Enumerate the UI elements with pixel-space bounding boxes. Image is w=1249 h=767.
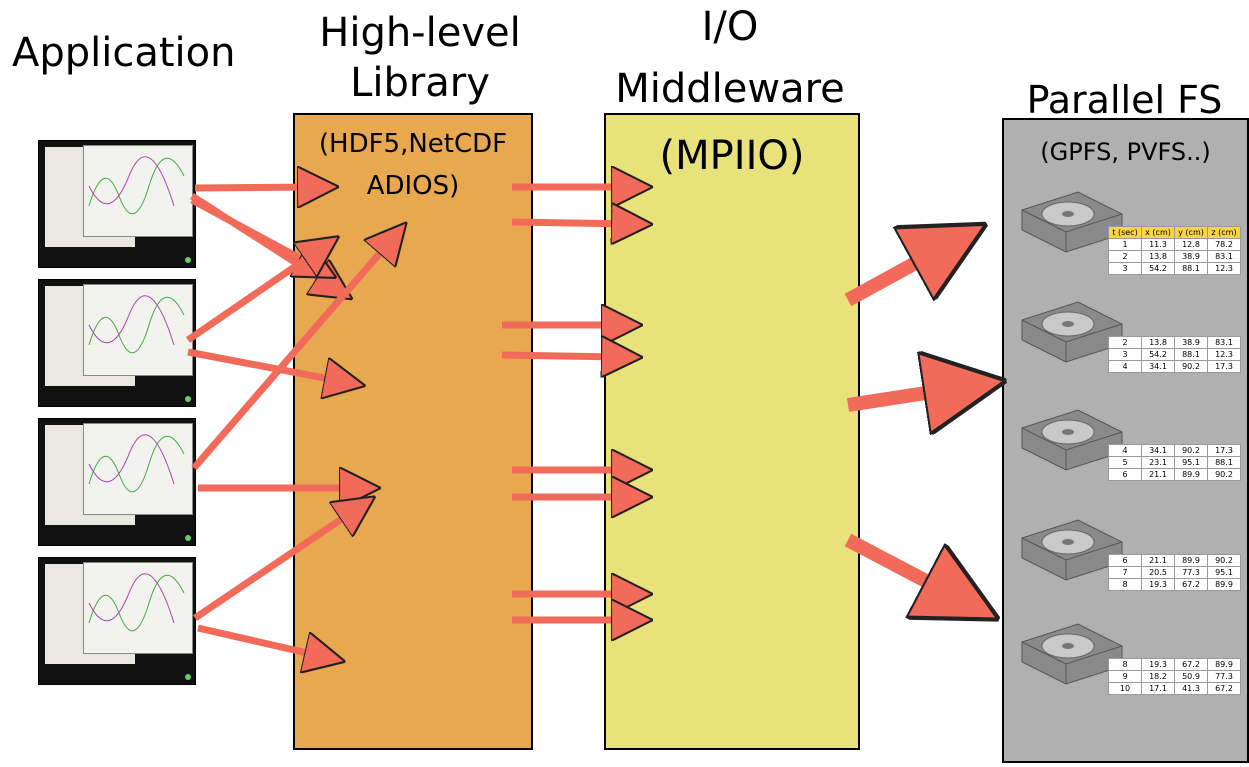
arrow-mw-fs-1 bbox=[848, 244, 950, 300]
arrow-app2-lib-a bbox=[188, 248, 322, 340]
arrow-app1-lib-c bbox=[192, 200, 318, 268]
arrow-mw-fs-3 bbox=[848, 540, 962, 600]
arrow-app1-lib bbox=[195, 187, 318, 188]
arrow-app2-lib-b bbox=[188, 352, 345, 382]
arrow-app3-lib-a bbox=[194, 238, 393, 468]
arrow-mw-fs-2 bbox=[848, 387, 965, 405]
arrow-app4-lib-a bbox=[195, 508, 358, 618]
arrow-lib-mw-4 bbox=[502, 355, 622, 357]
arrow-app4-lib-b bbox=[198, 628, 325, 657]
arrow-lib-mw-2 bbox=[512, 222, 632, 224]
